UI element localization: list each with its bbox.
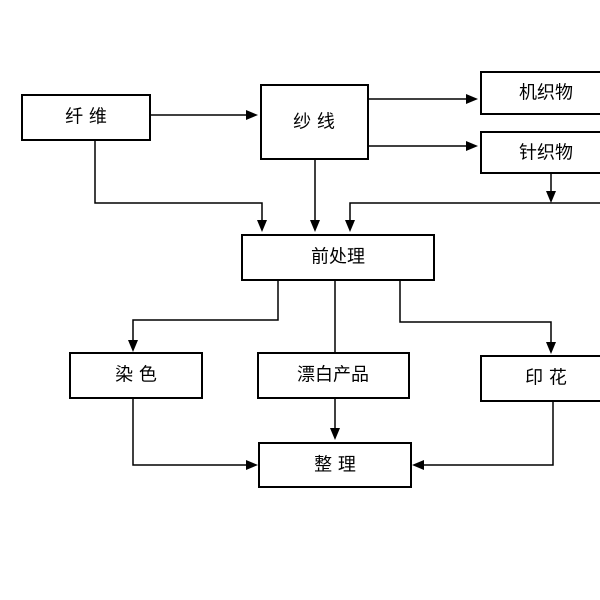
node-box (480, 131, 600, 174)
node-pretreatment: 前处理 (241, 234, 435, 281)
arrowhead (466, 141, 478, 151)
node-finishing: 整 理 (258, 442, 412, 488)
edge-printing-to-finishing (422, 401, 554, 466)
arrowhead (412, 460, 424, 470)
edge-fiber-to-pretreatment (94, 140, 263, 222)
node-box (69, 352, 203, 399)
node-box (480, 355, 600, 402)
node-box (257, 352, 410, 399)
node-label: 漂白产品 (297, 365, 369, 386)
arrowhead (546, 342, 556, 354)
edge-pretreatment-to-printing (399, 280, 552, 344)
node-dyeing: 染 色 (69, 352, 203, 399)
node-label: 印 花 (525, 368, 567, 389)
arrowhead (310, 220, 320, 232)
edge-pretreatment-to-dyeing (132, 280, 279, 342)
node-label: 染 色 (115, 365, 157, 386)
node-printing: 印 花 (480, 355, 600, 402)
node-label: 整 理 (314, 455, 356, 476)
arrowhead (330, 428, 340, 440)
node-box (241, 234, 435, 281)
node-box (21, 94, 151, 141)
connectors (94, 94, 600, 470)
arrowhead (345, 220, 355, 232)
arrowhead (246, 110, 258, 120)
arrowhead (257, 220, 267, 232)
node-yarn: 纱 线 (260, 84, 369, 160)
node-box (480, 71, 600, 115)
node-bleached-product: 漂白产品 (257, 352, 410, 399)
node-label: 针织物 (519, 143, 573, 164)
node-label: 机织物 (519, 83, 573, 104)
node-label: 纱 线 (293, 112, 335, 133)
node-label: 纤 维 (65, 107, 107, 128)
node-box (258, 442, 412, 488)
node-woven-fabric: 机织物 (480, 71, 600, 115)
edge-dyeing-to-finishing (132, 398, 248, 466)
arrowhead (246, 460, 258, 470)
node-fiber: 纤 维 (21, 94, 151, 141)
node-box (260, 84, 369, 160)
arrowhead (546, 191, 556, 203)
arrowhead (128, 340, 138, 352)
node-label: 前处理 (311, 247, 365, 268)
arrowhead (466, 94, 478, 104)
edge-woven-fabric-to-pretreatment (349, 202, 600, 222)
node-knitted-fabric: 针织物 (480, 131, 600, 174)
